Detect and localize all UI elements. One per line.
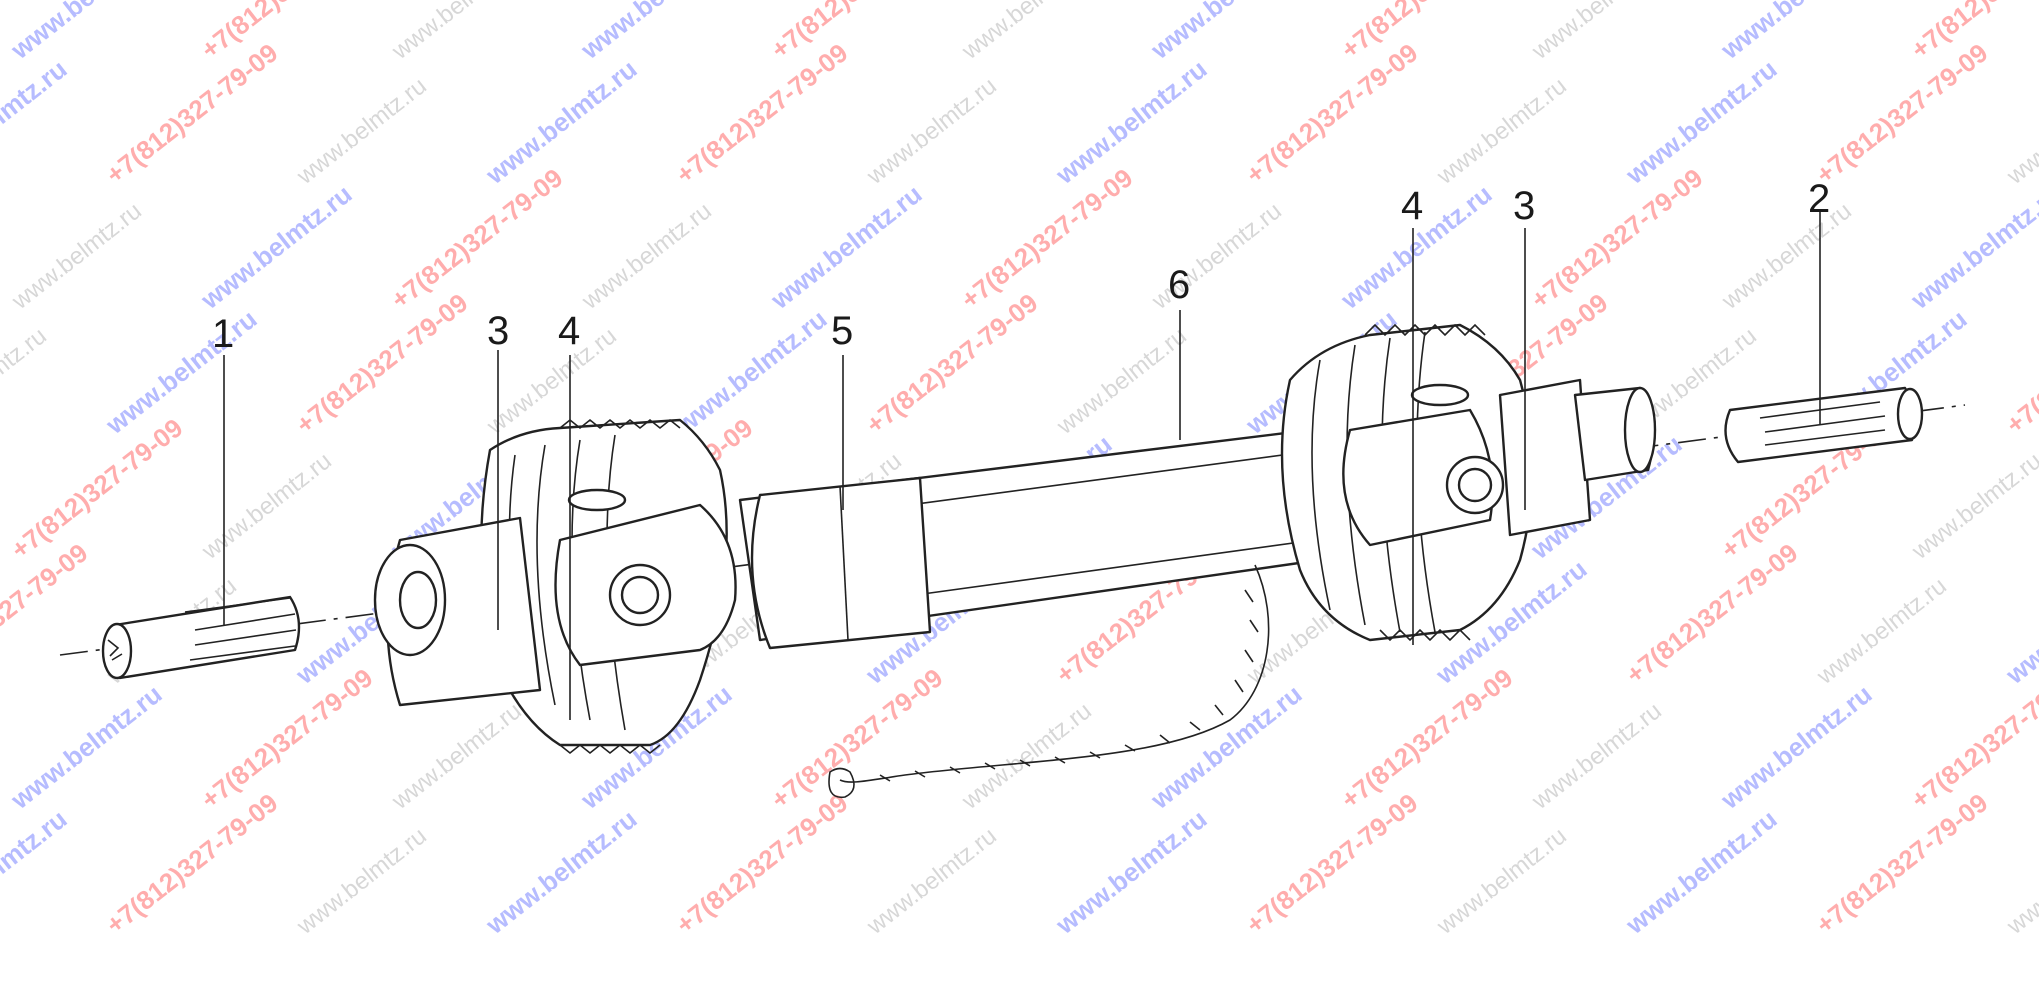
watermark-text: +7(812)327-79-09 <box>1810 787 1993 939</box>
telescopic-tube-assembly <box>738 428 1322 650</box>
watermark-text: +7(812)327-79-09 <box>955 162 1138 314</box>
watermark-text: www.belmtz.ru <box>1526 697 1666 815</box>
watermark-text: www.belmtz.ru <box>1904 179 2039 316</box>
watermark-text: www.belmtz.ru <box>576 197 716 315</box>
watermark-text: +7(812)327-79-09 <box>385 162 568 314</box>
watermark-text: www.belmtz.ru <box>1144 679 1307 816</box>
callout-part-5: 5 <box>831 309 853 353</box>
watermark-text: +7(812)327-79-09 <box>100 37 283 189</box>
watermark-text: +7(812)327-79-09 <box>5 412 188 564</box>
watermark-text: www.belmtz.ru <box>1144 0 1307 65</box>
watermark-text: www.belmtz.ru <box>861 72 1001 190</box>
watermark-text: www.belmtz.ru <box>669 304 832 441</box>
right-yoke-guard-assembly <box>1280 323 1657 642</box>
watermark-text: www.belmtz.ru <box>4 679 167 816</box>
watermark-text: www.belmtz.ru <box>291 822 431 940</box>
watermark-text: www.belmtz.ru <box>386 0 526 65</box>
watermark-text: +7(812)327-79-09 <box>1335 0 1518 65</box>
watermark-text: www.belmtz.ru <box>1714 0 1877 65</box>
watermark-text: +7(812)327-79-09 <box>860 287 1043 439</box>
safety-chain <box>828 564 1270 799</box>
left-yoke-guard-assembly <box>373 418 737 755</box>
watermark-text: www.belmtz.ru <box>0 804 73 941</box>
watermark-text: +7(812)327-79-09 <box>195 662 378 814</box>
watermark-text: www.belmtz.ru <box>2001 72 2039 190</box>
watermark-text: www.belmtz.ru <box>479 54 642 191</box>
watermark-text: +7(812)327-79-09 <box>765 0 948 65</box>
watermark-text: +7(812)327-79-09 <box>1240 37 1423 189</box>
watermark-text: www.belmtz.ru <box>196 447 336 565</box>
watermark-text: +7(812)327-79-09 <box>1525 162 1708 314</box>
watermark-text: www.belmtz.ru <box>0 322 52 440</box>
watermark-text: +7(812)327-79-09 <box>0 537 93 689</box>
callout-part-4-left: 4 <box>558 309 580 353</box>
watermark-text: www.belmtz.ru <box>4 0 167 65</box>
watermark-text: +7(812)327-79-09 <box>2000 287 2039 439</box>
watermark-text: www.belmtz.ru <box>1431 822 1571 940</box>
watermark-text: www.belmtz.ru <box>6 197 146 315</box>
watermark-text: www.belmtz.ru <box>956 0 1096 65</box>
watermark-text: www.belmtz.ru <box>764 179 927 316</box>
watermark-text: www.belmtz.ru <box>479 804 642 941</box>
watermark-text: +7(812)327-79-09 <box>670 37 853 189</box>
watermark-text: www.belmtz.ru <box>1716 197 1856 315</box>
watermark-text: +7(812)327-79-09 <box>1335 662 1518 814</box>
watermark-text: www.belmtz.ru <box>1714 679 1877 816</box>
watermark-text: www.belmtz.ru <box>574 0 737 65</box>
part-1-splined-shaft-left <box>101 595 301 680</box>
watermark-text: +7(812)327-79-09 <box>670 787 853 939</box>
callout-part-3-right: 3 <box>1513 184 1535 228</box>
watermark-text: www.belmtz.ru <box>386 697 526 815</box>
watermark-text: www.belmtz.ru <box>99 304 262 441</box>
watermark-text: +7(812)327-79-09 <box>1620 537 1803 689</box>
callout-part-3-left: 3 <box>487 309 509 353</box>
watermark-text: www.belmtz.ru <box>1526 0 1666 65</box>
watermark-text: www.belmtz.ru <box>1999 554 2039 691</box>
watermark-text: www.belmtz.ru <box>956 697 1096 815</box>
watermark-text: +7(812)327-79-09 <box>290 287 473 439</box>
part-2-splined-shaft-right <box>1724 212 1924 464</box>
watermark-text: www.belmtz.ru <box>1049 804 1212 941</box>
watermark-text: www.belmtz.ru <box>1431 72 1571 190</box>
watermark-text: +7(812)327-79-09 <box>1810 37 1993 189</box>
watermark-text: www.belmtz.ru <box>1811 572 1951 690</box>
watermark-text: www.belmtz.ru <box>1906 447 2039 565</box>
watermark-text: www.belmtz.ru <box>1049 54 1212 191</box>
watermark-text: www.belmtz.ru <box>2001 822 2039 940</box>
watermark-text: +7(812)327-79-09 <box>100 787 283 939</box>
callout-part-6: 6 <box>1168 263 1190 307</box>
callout-part-4-right: 4 <box>1401 184 1423 228</box>
watermark-text: www.belmtz.ru <box>194 179 357 316</box>
watermark-text: www.belmtz.ru <box>1619 54 1782 191</box>
watermark-text: www.belmtz.ru <box>1051 322 1191 440</box>
watermark-text: www.belmtz.ru <box>1619 804 1782 941</box>
watermark-text: +7(812)327-79-09 <box>1240 787 1423 939</box>
watermark-text: www.belmtz.ru <box>0 54 73 191</box>
callout-part-2: 2 <box>1808 177 1830 221</box>
callout-part-1: 1 <box>212 312 234 356</box>
watermark-text: www.belmtz.ru <box>861 822 1001 940</box>
watermark-text: +7(812)327-79-09 <box>765 662 948 814</box>
watermark-text: www.belmtz.ru <box>291 72 431 190</box>
watermark-text: +7(812)327-79-09 <box>195 0 378 65</box>
